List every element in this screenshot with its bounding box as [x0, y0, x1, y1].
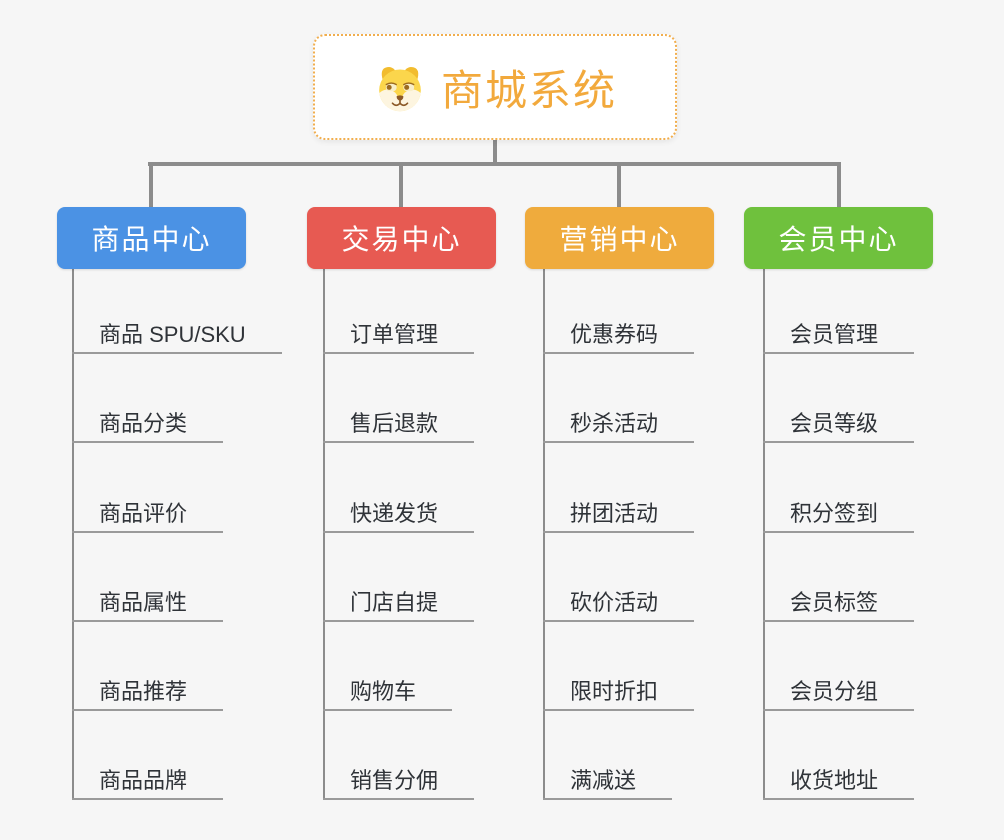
subtopic[interactable]: 会员等级: [763, 409, 915, 443]
branch-box-trade-center[interactable]: 交易中心: [307, 207, 496, 269]
subtopic[interactable]: 积分签到: [763, 499, 915, 533]
branch-trunk-4: [763, 269, 765, 800]
branch-box-member-center[interactable]: 会员中心: [744, 207, 933, 269]
connector-drop-3: [617, 162, 621, 207]
root-topic[interactable]: 商城系统: [313, 34, 677, 140]
subtopic[interactable]: 秒杀活动: [543, 409, 695, 443]
subtopic[interactable]: 商品 SPU/SKU: [72, 320, 282, 354]
branch-label: 会员中心: [778, 224, 899, 255]
subtopic[interactable]: 砍价活动: [543, 588, 695, 622]
connector-drop-4: [837, 162, 841, 207]
subtopic[interactable]: 优惠券码: [543, 320, 695, 354]
subtopic[interactable]: 拼团活动: [543, 499, 695, 533]
subtopic[interactable]: 订单管理: [323, 320, 475, 354]
subtopic[interactable]: 会员分组: [763, 677, 915, 711]
branch-trunk-1: [72, 269, 74, 800]
branch-label: 营销中心: [559, 224, 680, 255]
connector-drop-1: [149, 162, 153, 207]
subtopic[interactable]: 商品品牌: [72, 766, 224, 800]
dog-icon: [373, 62, 427, 112]
subtopic[interactable]: 限时折扣: [543, 677, 695, 711]
connector-drop-2: [399, 162, 403, 207]
connector-root-stem: [493, 140, 497, 164]
connector-bus: [148, 162, 841, 166]
subtopic[interactable]: 会员标签: [763, 588, 915, 622]
branch-box-product-center[interactable]: 商品中心: [57, 207, 246, 269]
subtopic[interactable]: 售后退款: [323, 409, 475, 443]
subtopic[interactable]: 销售分佣: [323, 766, 475, 800]
subtopic[interactable]: 商品分类: [72, 409, 224, 443]
branch-trunk-2: [323, 269, 325, 800]
subtopic[interactable]: 商品属性: [72, 588, 224, 622]
subtopic[interactable]: 门店自提: [323, 588, 475, 622]
subtopic[interactable]: 商品推荐: [72, 677, 224, 711]
subtopic[interactable]: 收货地址: [763, 766, 915, 800]
branch-label: 交易中心: [341, 224, 462, 255]
branch-trunk-3: [543, 269, 545, 800]
root-topic-label: 商城系统: [440, 66, 617, 114]
subtopic[interactable]: 会员管理: [763, 320, 915, 354]
subtopic[interactable]: 快递发货: [323, 499, 475, 533]
branch-box-marketing-center[interactable]: 营销中心: [525, 207, 714, 269]
subtopic[interactable]: 商品评价: [72, 499, 224, 533]
subtopic[interactable]: 满减送: [543, 766, 673, 800]
subtopic[interactable]: 购物车: [323, 677, 453, 711]
branch-label: 商品中心: [91, 224, 212, 255]
